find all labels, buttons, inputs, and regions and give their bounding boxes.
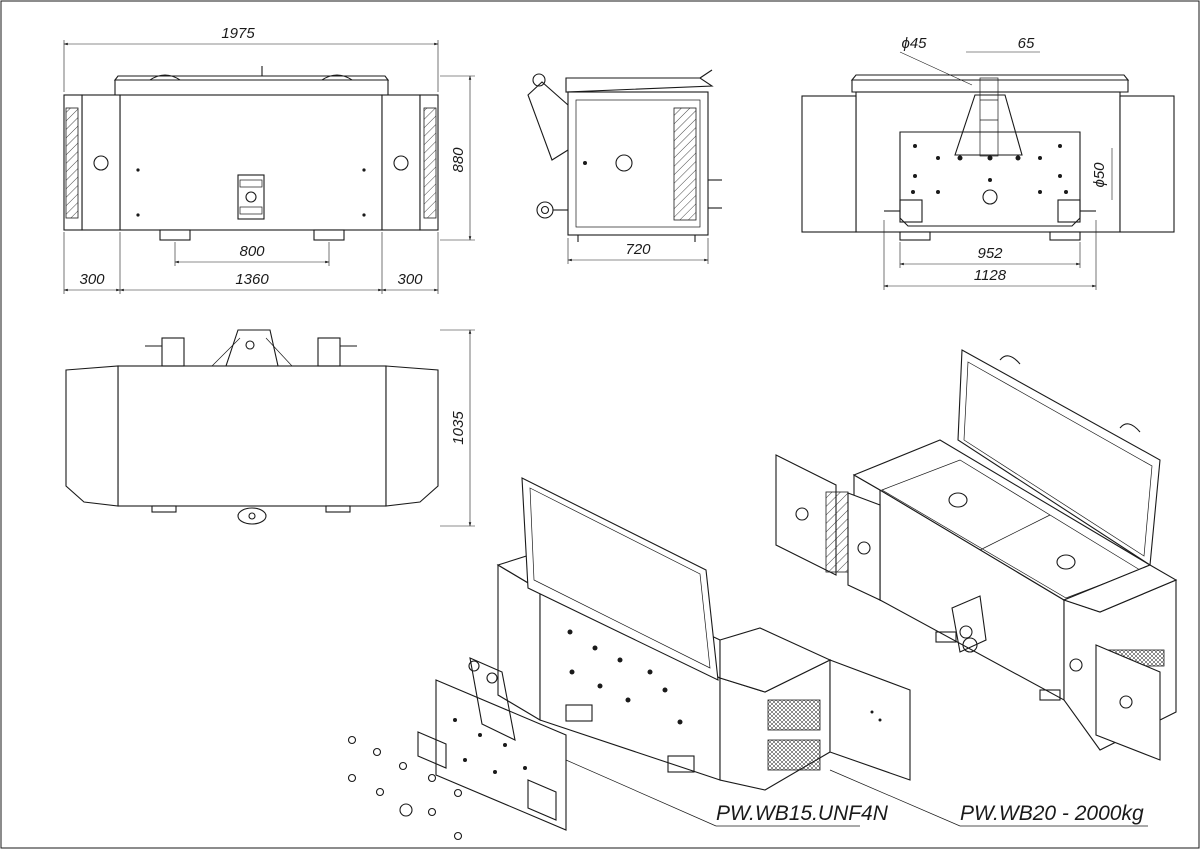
- dim-side-right: 300: [397, 271, 423, 288]
- isometric-wb15: [347, 477, 911, 841]
- dim-total-width: 1128: [974, 267, 1007, 284]
- front-view-dimensions: 1975 880 800 300 1360 300: [63, 25, 475, 294]
- dim-height: 880: [450, 147, 467, 173]
- dim-offset: 65: [1018, 35, 1035, 52]
- dim-side-left: 300: [79, 271, 105, 288]
- side-view-dimensions: 720: [567, 238, 709, 264]
- top-view-dimensions: 1035: [440, 329, 475, 527]
- leader-wb20: [829, 769, 961, 827]
- model-label-b: PW.WB20 - 2000kg: [960, 802, 1144, 825]
- side-view: [527, 69, 722, 242]
- dim-depth: 720: [625, 241, 651, 258]
- dim-width-total: 1975: [221, 25, 255, 42]
- top-view: [65, 329, 439, 525]
- leader-wb15: [565, 759, 717, 827]
- rear-view: [801, 74, 1175, 241]
- dim-lower-width: 952: [977, 245, 1003, 262]
- dim-pin-diameter: ϕ45: [901, 35, 927, 52]
- dim-depth-total: 1035: [450, 411, 467, 445]
- dim-center-width: 1360: [235, 271, 269, 288]
- isometric-wb20: [775, 349, 1178, 761]
- dim-bracket-spacing: 800: [239, 243, 265, 260]
- model-label-a: PW.WB15.UNF4N: [716, 802, 889, 825]
- rear-view-dimensions: ϕ45 65 ϕ50 952 1128: [883, 35, 1113, 290]
- front-view: [63, 66, 439, 241]
- dim-hole-diameter: ϕ50: [1091, 162, 1108, 188]
